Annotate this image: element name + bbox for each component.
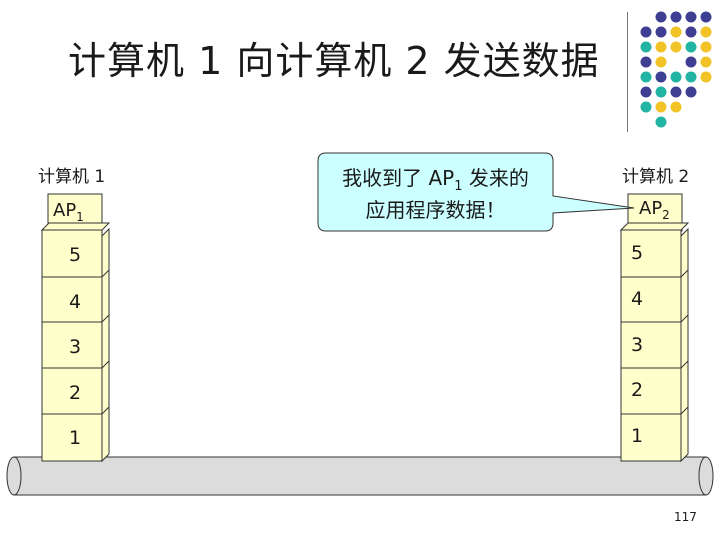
page-number: 117 bbox=[674, 510, 697, 524]
decorative-dot bbox=[700, 41, 712, 53]
decorative-dot bbox=[700, 71, 712, 83]
decorative-dot bbox=[640, 101, 652, 113]
decorative-dot bbox=[640, 86, 652, 98]
decorative-dot bbox=[670, 26, 682, 38]
computer2-layer-4: 4 bbox=[631, 288, 644, 310]
callout-line2: 应用程序数据！ bbox=[365, 198, 506, 222]
computer2-layer-5: 5 bbox=[631, 242, 644, 264]
decorative-dot bbox=[685, 11, 697, 23]
computer2-ap-label: AP2 bbox=[639, 198, 670, 222]
callout-text: 我收到了 AP1 发来的 应用程序数据！ bbox=[318, 164, 553, 224]
computer1-layer-3: 3 bbox=[69, 336, 82, 358]
computer2-layer-1: 1 bbox=[631, 425, 644, 447]
slide-title: 计算机 1 向计算机 2 发送数据 bbox=[68, 39, 600, 83]
decorative-dot bbox=[685, 26, 697, 38]
decorative-dot bbox=[670, 101, 682, 113]
computer1-layer-4: 4 bbox=[69, 291, 82, 313]
decorative-dot bbox=[655, 86, 667, 98]
decorative-dot bbox=[685, 71, 697, 83]
computer1-layer-1: 1 bbox=[69, 427, 82, 449]
computer2-stack bbox=[619, 193, 690, 463]
decorative-dot bbox=[700, 56, 712, 68]
callout-bubble bbox=[317, 152, 635, 232]
decorative-dot bbox=[640, 26, 652, 38]
computer1-label: 计算机 1 bbox=[38, 167, 106, 187]
decorative-dot bbox=[655, 41, 667, 53]
decorative-dot bbox=[655, 11, 667, 23]
decorative-dot bbox=[655, 26, 667, 38]
decorative-dot-grid bbox=[640, 11, 712, 128]
decorative-divider-line bbox=[627, 12, 628, 132]
decorative-dot bbox=[640, 71, 652, 83]
callout-line1: 我收到了 AP1 发来的 bbox=[342, 166, 529, 194]
decorative-dot bbox=[655, 101, 667, 113]
decorative-dot bbox=[655, 71, 667, 83]
decorative-dot bbox=[640, 56, 652, 68]
decorative-dot bbox=[655, 56, 667, 68]
decorative-dot bbox=[700, 11, 712, 23]
decorative-dot bbox=[640, 41, 652, 53]
computer2-label: 计算机 2 bbox=[622, 167, 690, 187]
computer1-layer-5: 5 bbox=[69, 244, 82, 266]
network-cable bbox=[6, 456, 714, 496]
decorative-dot bbox=[670, 41, 682, 53]
computer2-layer-3: 3 bbox=[631, 334, 644, 356]
decorative-dot bbox=[670, 11, 682, 23]
decorative-dot bbox=[670, 71, 682, 83]
decorative-dot bbox=[685, 86, 697, 98]
computer1-ap-label: AP1 bbox=[53, 200, 84, 224]
computer2-layer-2: 2 bbox=[631, 379, 644, 401]
decorative-dot bbox=[670, 86, 682, 98]
decorative-dot bbox=[655, 116, 667, 128]
computer1-layer-2: 2 bbox=[69, 382, 82, 404]
computer1-stack bbox=[40, 193, 111, 463]
decorative-dot bbox=[685, 56, 697, 68]
decorative-dot bbox=[685, 41, 697, 53]
decorative-dot bbox=[700, 26, 712, 38]
